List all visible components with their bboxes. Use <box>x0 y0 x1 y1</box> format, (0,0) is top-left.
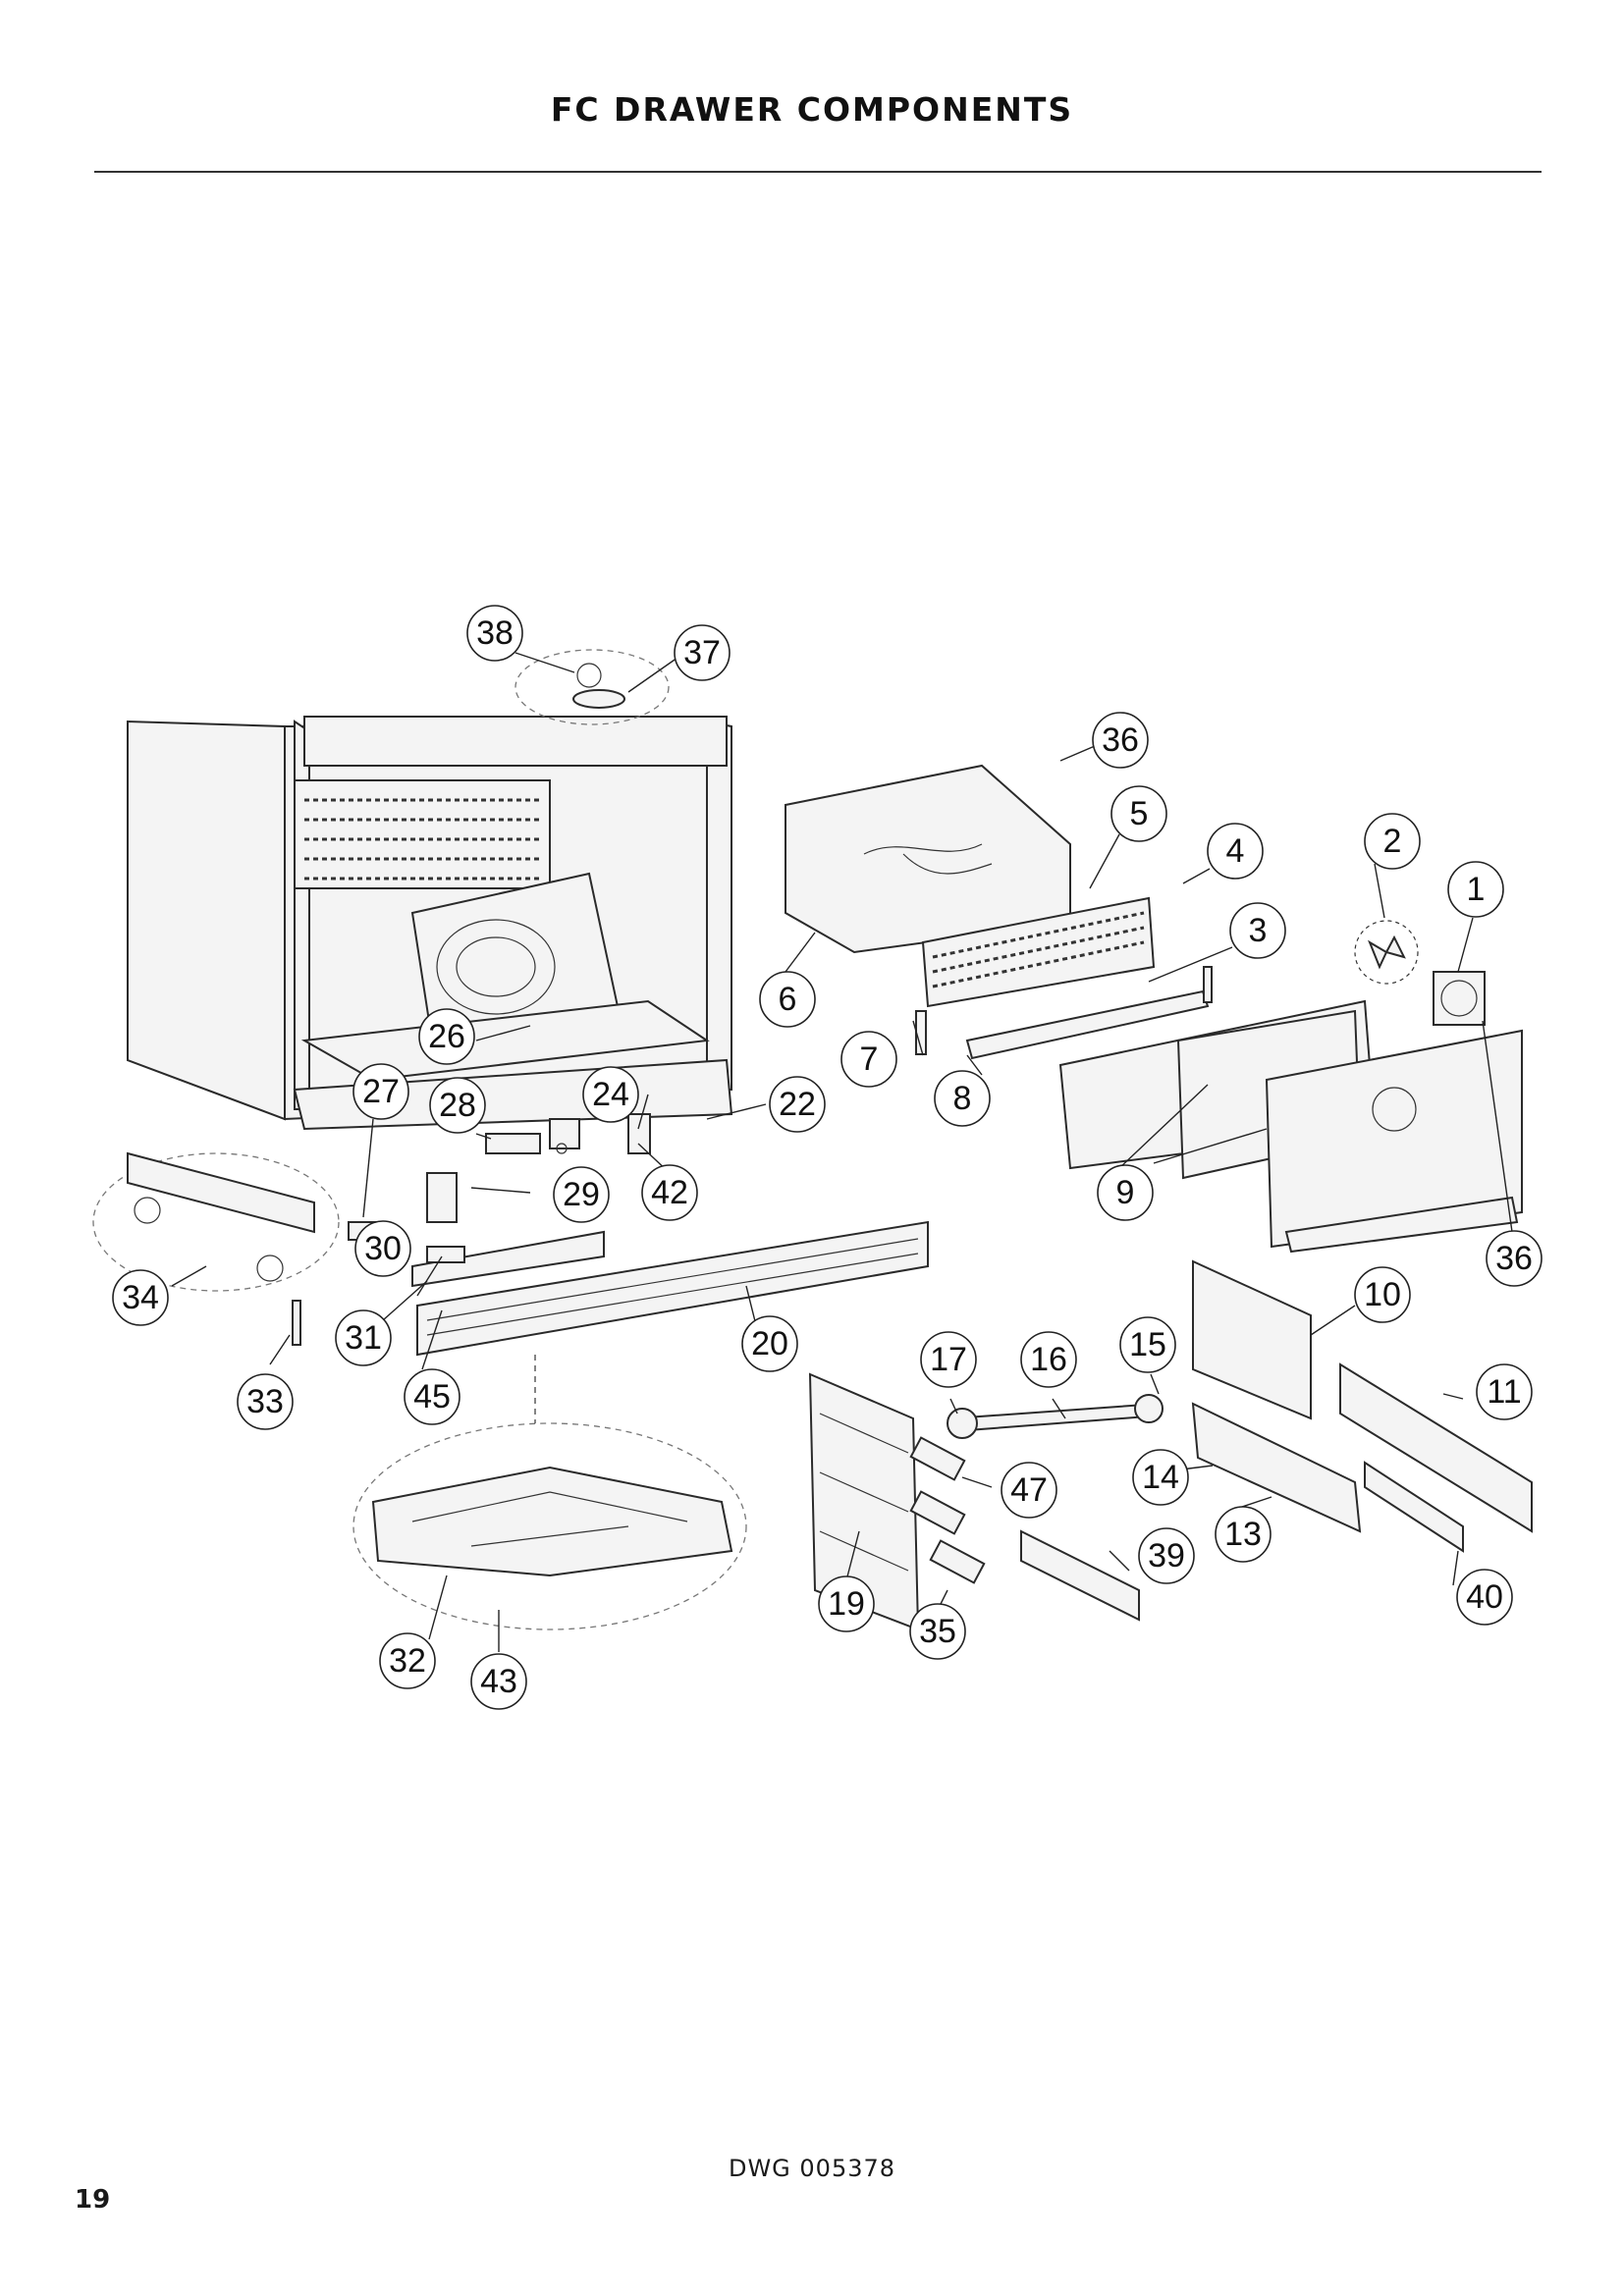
callout-4: 4 <box>1207 823 1264 880</box>
callout-24: 24 <box>582 1066 639 1123</box>
drawing-number: DWG 005378 <box>728 2155 896 2182</box>
page-title: FC DRAWER COMPONENTS <box>550 90 1074 129</box>
callout-13: 13 <box>1215 1506 1272 1563</box>
svg-text:22: 22 <box>779 1086 816 1123</box>
base-tray-detail <box>352 1355 747 1630</box>
callout-27: 27 <box>352 1063 409 1120</box>
callout-15: 15 <box>1119 1316 1176 1373</box>
callout-42: 42 <box>641 1164 698 1221</box>
svg-text:4: 4 <box>1226 832 1245 870</box>
svg-text:20: 20 <box>751 1325 788 1362</box>
callout-37: 37 <box>674 624 731 681</box>
callout-17: 17 <box>920 1331 977 1388</box>
svg-text:17: 17 <box>930 1341 967 1378</box>
svg-text:7: 7 <box>860 1041 879 1078</box>
svg-text:2: 2 <box>1383 823 1402 860</box>
svg-text:33: 33 <box>246 1383 284 1420</box>
callout-32: 32 <box>379 1632 436 1689</box>
callout-31: 31 <box>335 1309 392 1366</box>
front-grille-and-base <box>92 1151 929 1357</box>
callout-36-lower: 36 <box>1486 1230 1543 1287</box>
svg-text:35: 35 <box>919 1613 956 1650</box>
fan-cover-detail <box>514 649 670 725</box>
svg-text:26: 26 <box>428 1018 465 1055</box>
callout-33: 33 <box>237 1373 294 1430</box>
svg-text:43: 43 <box>480 1663 517 1700</box>
rear-panel-assembly <box>1058 999 1523 1254</box>
callout-20: 20 <box>741 1315 798 1372</box>
callout-1: 1 <box>1447 861 1504 918</box>
condenser-fan <box>1354 920 1486 1026</box>
svg-text:19: 19 <box>828 1585 865 1623</box>
evaporator-assembly <box>785 764 1213 1060</box>
callout-43: 43 <box>470 1653 527 1710</box>
svg-text:38: 38 <box>476 614 514 652</box>
callout-3: 3 <box>1229 902 1286 959</box>
svg-text:16: 16 <box>1030 1341 1067 1378</box>
callout-26: 26 <box>418 1008 475 1065</box>
svg-text:9: 9 <box>1116 1174 1135 1211</box>
callout-10: 10 <box>1354 1266 1411 1323</box>
title-divider <box>94 171 1542 173</box>
callout-40: 40 <box>1456 1569 1513 1626</box>
svg-text:32: 32 <box>389 1642 426 1680</box>
svg-text:28: 28 <box>439 1087 476 1124</box>
svg-text:1: 1 <box>1467 871 1486 908</box>
callout-47: 47 <box>1001 1462 1057 1519</box>
callout-9: 9 <box>1097 1164 1154 1221</box>
svg-text:14: 14 <box>1142 1459 1179 1496</box>
svg-text:29: 29 <box>563 1176 600 1213</box>
svg-text:13: 13 <box>1224 1516 1262 1553</box>
svg-text:40: 40 <box>1466 1578 1503 1616</box>
callout-22: 22 <box>769 1076 826 1133</box>
svg-text:42: 42 <box>651 1174 688 1211</box>
svg-text:34: 34 <box>122 1279 159 1316</box>
svg-text:15: 15 <box>1129 1326 1166 1363</box>
svg-text:3: 3 <box>1249 912 1268 949</box>
callout-5: 5 <box>1110 785 1167 842</box>
callout-30: 30 <box>354 1220 411 1277</box>
callout-39: 39 <box>1138 1527 1195 1584</box>
callout-6: 6 <box>759 971 816 1028</box>
svg-text:45: 45 <box>413 1378 451 1415</box>
callout-8: 8 <box>934 1070 991 1127</box>
svg-text:11: 11 <box>1487 1373 1521 1411</box>
callout-7: 7 <box>840 1031 897 1088</box>
svg-text:31: 31 <box>345 1319 382 1357</box>
callout-35: 35 <box>909 1603 966 1660</box>
callout-36: 36 <box>1092 712 1149 769</box>
callout-2: 2 <box>1364 813 1421 870</box>
drawer-cabinet-housing <box>127 716 733 1131</box>
svg-text:39: 39 <box>1148 1537 1185 1575</box>
svg-text:5: 5 <box>1130 795 1149 832</box>
svg-text:47: 47 <box>1010 1471 1048 1509</box>
callout-16: 16 <box>1020 1331 1077 1388</box>
callout-34: 34 <box>112 1269 169 1326</box>
svg-text:30: 30 <box>364 1230 402 1267</box>
page-number: 19 <box>75 2185 111 2215</box>
callout-45: 45 <box>404 1368 460 1425</box>
drawer-slide-assembly <box>808 1259 1533 1631</box>
callout-11: 11 <box>1476 1363 1533 1420</box>
svg-text:8: 8 <box>953 1080 972 1117</box>
svg-text:6: 6 <box>779 981 797 1018</box>
svg-text:36: 36 <box>1102 721 1139 759</box>
svg-text:36: 36 <box>1495 1240 1533 1277</box>
svg-text:37: 37 <box>683 634 721 671</box>
callout-38: 38 <box>466 605 523 662</box>
callout-14: 14 <box>1132 1449 1189 1506</box>
svg-text:27: 27 <box>362 1073 400 1110</box>
svg-text:10: 10 <box>1364 1276 1401 1313</box>
callout-28: 28 <box>429 1077 486 1134</box>
svg-text:24: 24 <box>592 1076 629 1113</box>
callout-19: 19 <box>818 1575 875 1632</box>
callout-29: 29 <box>553 1166 610 1223</box>
